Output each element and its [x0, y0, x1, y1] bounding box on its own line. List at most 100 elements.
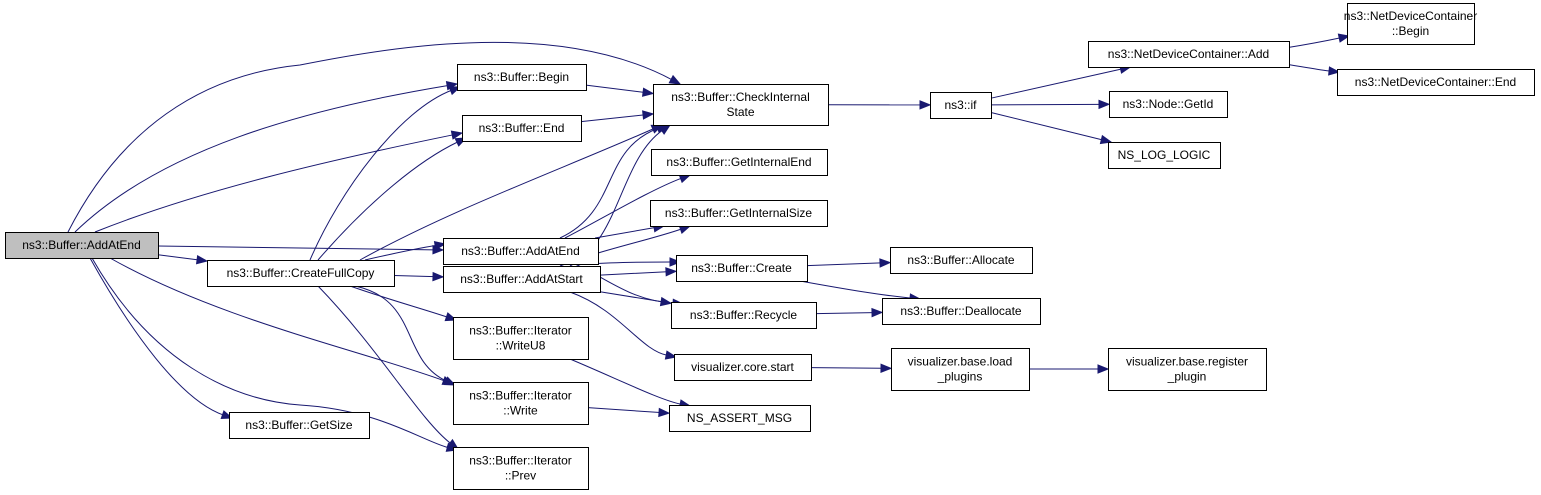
node-if[interactable]: ns3::if	[930, 92, 992, 119]
edge-checkinternal-to-if	[827, 100, 932, 110]
edge-line	[559, 127, 659, 239]
node-box	[1108, 348, 1267, 391]
arrowhead-icon	[641, 87, 655, 97]
arrowhead-icon	[658, 124, 672, 135]
node-box	[207, 260, 395, 287]
node-create[interactable]: ns3::Buffer::Create	[676, 255, 808, 282]
node-getid[interactable]: ns3::Node::GetId	[1109, 91, 1228, 118]
edge-root-to-begin	[74, 81, 459, 233]
edge-addatstart-to-vizstart	[569, 291, 678, 360]
node-deallocate[interactable]: ns3::Buffer::Deallocate	[882, 298, 1041, 325]
node-label: ns3::Buffer::Allocate	[907, 253, 1015, 267]
node-label: ::Write	[503, 404, 538, 418]
node-registerplugin[interactable]: visualizer.base.register_plugin	[1108, 348, 1267, 391]
node-box	[462, 115, 582, 142]
edge-line	[810, 367, 883, 369]
node-box	[453, 447, 589, 490]
node-vizstart[interactable]: visualizer.core.start	[674, 354, 812, 381]
edge-root-to-checkinternal	[67, 41, 682, 233]
node-loglogic[interactable]: NS_LOG_LOGIC	[1108, 142, 1221, 169]
node-addatstart[interactable]: ns3::Buffer::AddAtStart	[443, 266, 601, 293]
node-getinternalend[interactable]: ns3::Buffer::GetInternalEnd	[651, 149, 828, 176]
node-label: ns3::Buffer::End	[479, 121, 565, 135]
node-label: visualizer.base.register	[1126, 355, 1248, 369]
arrowhead-icon	[1098, 99, 1111, 110]
node-label: ::Prev	[505, 469, 536, 483]
edge-create-to-allocate	[806, 258, 892, 268]
node-label: ns3::if	[944, 98, 977, 112]
node-label: ns3::Buffer::AddAtEnd	[461, 244, 580, 258]
arrowhead-icon	[658, 407, 671, 418]
arrowhead-icon	[659, 296, 673, 307]
edge-line	[990, 68, 1122, 99]
node-recycle[interactable]: ns3::Buffer::Recycle	[671, 302, 817, 329]
edge-line	[580, 114, 645, 123]
node-prev[interactable]: ns3::Buffer::Iterator::Prev	[453, 447, 589, 490]
edge-root-to-createfullcopy	[157, 254, 209, 265]
node-box	[1347, 3, 1475, 45]
edge-recycle-to-deallocate	[815, 307, 884, 318]
edge-begin-to-checkinternal	[585, 84, 655, 97]
arrowhead-icon	[1328, 66, 1341, 76]
node-label: visualizer.core.start	[691, 360, 794, 374]
edge-line	[990, 112, 1103, 141]
node-box	[930, 92, 992, 119]
arrowhead-icon	[432, 271, 445, 282]
node-box	[1088, 41, 1290, 68]
node-allocate[interactable]: ns3::Buffer::Allocate	[890, 247, 1033, 274]
edge-line	[359, 128, 654, 261]
arrowhead-icon	[433, 240, 447, 251]
node-addatend2[interactable]: ns3::Buffer::AddAtEnd	[443, 238, 599, 265]
node-label: ns3::Buffer::GetInternalEnd	[666, 155, 811, 169]
edge-line	[1284, 37, 1341, 49]
node-writeu8[interactable]: ns3::Buffer::Iterator::WriteU8	[453, 317, 589, 360]
node-label: ns3::Buffer::GetSize	[245, 418, 352, 432]
node-label: ns3::Buffer::AddAtStart	[460, 272, 583, 286]
arrowhead-icon	[443, 376, 457, 386]
node-box	[882, 298, 1041, 325]
node-createfullcopy[interactable]: ns3::Buffer::CreateFullCopy	[207, 260, 395, 287]
node-loadplugins[interactable]: visualizer.base.load_plugins	[891, 348, 1030, 391]
node-box	[669, 405, 811, 432]
arrowhead-icon	[879, 258, 892, 268]
node-assertmsg[interactable]: NS_ASSERT_MSG	[669, 405, 811, 432]
edge-if-to-loglogic	[990, 112, 1113, 145]
node-label: _plugin	[1167, 370, 1207, 384]
node-label: ns3::Buffer::CreateFullCopy	[227, 266, 375, 280]
arrowhead-icon	[642, 110, 655, 120]
edge-createfullcopy-to-writeu8	[349, 285, 458, 322]
edge-createfullcopy-to-prev	[317, 285, 460, 450]
arrowhead-icon	[450, 130, 464, 140]
node-box	[1108, 142, 1221, 169]
node-getsize[interactable]: ns3::Buffer::GetSize	[229, 412, 370, 439]
nodes-layer: ns3::Buffer::AddAtEndns3::Buffer::Beginn…	[5, 3, 1535, 490]
node-ndcbegin[interactable]: ns3::NetDeviceContainer::Begin	[1344, 3, 1477, 45]
node-getinternalsize[interactable]: ns3::Buffer::GetInternalSize	[650, 200, 828, 227]
edge-addatstart-to-recycle	[599, 291, 673, 307]
edge-write-to-assertmsg	[587, 407, 671, 418]
node-begin[interactable]: ns3::Buffer::Begin	[457, 64, 587, 91]
edge-ndcadd-to-ndcbegin	[1284, 33, 1351, 49]
node-end[interactable]: ns3::Buffer::End	[462, 115, 582, 142]
node-box	[676, 255, 808, 282]
node-label: ns3::NetDeviceContainer	[1344, 9, 1477, 23]
edge-createfullcopy-to-addatstart	[393, 271, 445, 282]
node-label: ns3::NetDeviceContainer::End	[1355, 75, 1516, 89]
node-ndcend[interactable]: ns3::NetDeviceContainer::End	[1337, 69, 1535, 96]
node-label: ns3::Buffer::AddAtEnd	[22, 238, 141, 252]
edge-line	[990, 103, 1101, 106]
edge-line	[393, 275, 435, 278]
node-label: ns3::Buffer::Begin	[474, 70, 569, 84]
edge-end-to-checkinternal	[580, 110, 655, 123]
edge-root-to-end	[94, 130, 464, 233]
arrowhead-icon	[669, 257, 682, 267]
edge-line	[317, 141, 459, 261]
edge-addatstart-to-create	[599, 267, 678, 277]
edge-createfullcopy-to-addatend2	[364, 240, 447, 261]
node-write[interactable]: ns3::Buffer::Iterator::Write	[453, 382, 589, 425]
node-ndcadd[interactable]: ns3::NetDeviceContainer::Add	[1088, 41, 1290, 68]
edge-line	[594, 227, 656, 239]
edge-line	[67, 41, 673, 233]
node-box	[674, 354, 812, 381]
